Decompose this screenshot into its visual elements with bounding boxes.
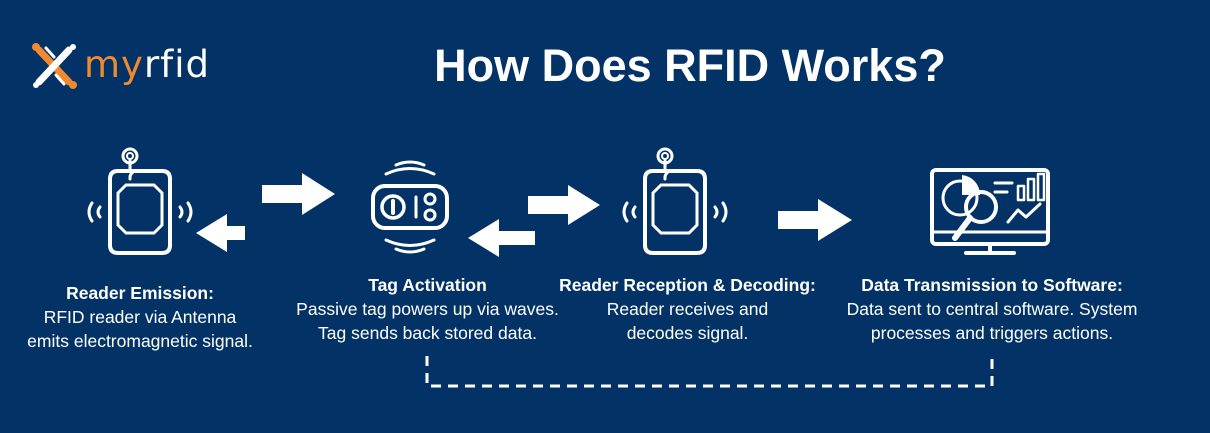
arrow-left-2 bbox=[468, 219, 535, 257]
rfid-reader-icon bbox=[87, 147, 193, 255]
arrow-left-1 bbox=[196, 214, 245, 252]
step-data-transmission: Data Transmission to Software: Data sent… bbox=[832, 273, 1152, 345]
logo-suffix: rfid bbox=[143, 43, 210, 86]
step-reader-reception: Reader Reception & Decoding: Reader rece… bbox=[545, 273, 830, 345]
logo-wordmark: myrfid bbox=[84, 38, 210, 92]
step-line: Reader receives and bbox=[606, 299, 769, 319]
step-heading: Data Transmission to Software: bbox=[861, 275, 1123, 295]
page-title: How Does RFID Works? bbox=[434, 40, 946, 91]
brand-logo: myrfid bbox=[30, 38, 280, 92]
step-line: decodes signal. bbox=[626, 323, 749, 343]
step-reader-emission: Reader Emission: RFID reader via Antenna… bbox=[10, 281, 270, 353]
step-tag-activation: Tag Activation Passive tag powers up via… bbox=[275, 273, 580, 345]
step-heading: Reader Reception & Decoding: bbox=[559, 275, 816, 295]
logo-mark-icon bbox=[32, 43, 77, 89]
step-line: emits electromagnetic signal. bbox=[27, 331, 253, 351]
computer-analytics-icon bbox=[930, 168, 1050, 255]
step-line: Tag sends back stored data. bbox=[318, 323, 537, 343]
step-line: Data sent to central software. System bbox=[846, 299, 1138, 319]
arrow-right-2 bbox=[528, 185, 600, 225]
flow-arrows bbox=[196, 173, 852, 257]
rfid-reader-icon-2 bbox=[622, 147, 728, 255]
logo-prefix: my bbox=[84, 43, 144, 86]
feedback-loop-line bbox=[425, 356, 994, 388]
step-line: Passive tag powers up via waves. bbox=[296, 299, 559, 319]
arrow-right-1 bbox=[262, 173, 335, 215]
step-line: processes and triggers actions. bbox=[870, 323, 1114, 343]
step-heading: Reader Emission: bbox=[66, 283, 214, 303]
rfid-tag-icon bbox=[371, 160, 449, 254]
step-heading: Tag Activation bbox=[368, 275, 487, 295]
arrow-right-3 bbox=[778, 199, 852, 241]
step-line: RFID reader via Antenna bbox=[43, 307, 237, 327]
